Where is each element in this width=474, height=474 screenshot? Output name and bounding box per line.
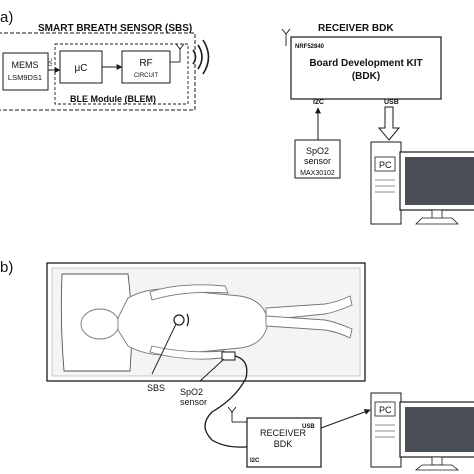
receiver-bdk-label: BDK — [274, 439, 293, 449]
bdk-antenna-icon — [281, 28, 291, 46]
pc-tower-b-icon — [370, 392, 402, 468]
monitor-b-icon — [399, 401, 474, 471]
sbs-label: SBS — [147, 383, 165, 393]
rf-box — [121, 50, 171, 84]
rf-label: RF — [139, 58, 152, 69]
spo2-label: SpO2 — [306, 146, 329, 156]
panel-a: a) SMART BREATH SENSOR (SBS) MEMS LSM9DS… — [0, 9, 474, 225]
receiver-antenna-icon — [227, 406, 247, 423]
bdk-box — [290, 36, 442, 100]
spo2-pointer-line — [199, 358, 225, 382]
bdk-i2c-port: I2C — [313, 99, 324, 106]
sbs-title: SMART BREATH SENSOR (SBS) — [38, 23, 192, 34]
spo2-sensor-label-b: sensor — [180, 397, 207, 407]
spo2-label-b: SpO2 — [180, 387, 203, 397]
receiver-title: RECEIVER BDK — [318, 23, 394, 34]
panel-b-tag: b) — [0, 259, 13, 276]
spo2-sensor-box — [294, 139, 341, 179]
monitor-icon — [399, 151, 474, 225]
sbs-outer-box — [0, 32, 196, 111]
bdk-label: Board Development KIT — [309, 58, 422, 69]
pc-tower-icon — [370, 141, 402, 225]
sbs-sensor-dot — [173, 314, 185, 326]
mcu-box — [59, 50, 103, 84]
i2c-tag: I2C — [48, 58, 54, 66]
spo2-sensor-label: sensor — [304, 156, 331, 166]
pc-label: PC — [379, 160, 392, 170]
rf-sub: CIRCUIT — [134, 73, 159, 79]
sbs-pointer-line — [151, 323, 177, 375]
nrf-chip-label: NRF52840 — [295, 44, 325, 50]
mems-box — [2, 52, 49, 91]
ble-module-box — [54, 43, 189, 105]
pc-label-b: PC — [379, 405, 392, 415]
wireless-waves-icon — [192, 39, 210, 75]
usb-arrow — [377, 106, 401, 141]
panel-b: b) SBS SpO2 sensor — [0, 259, 474, 471]
spo2-cable — [204, 355, 257, 451]
patient-figure — [80, 284, 353, 360]
receiver-label: RECEIVER — [260, 428, 307, 438]
receiver-box — [246, 417, 322, 468]
sbs-antenna-icon — [170, 43, 185, 63]
spo2-clip — [221, 351, 236, 361]
sbs-waves-icon — [186, 313, 190, 327]
receiver-i2c-port: I2C — [250, 458, 260, 464]
mcu-label: μC — [75, 63, 88, 74]
receiver-pc-arrow — [320, 409, 371, 429]
panel-a-tag: a) — [0, 9, 13, 26]
bdk-usb-port: USB — [384, 99, 399, 106]
mems-label: MEMS — [12, 60, 39, 70]
bdk-abbr: (BDK) — [352, 71, 380, 82]
receiver-usb-port: USB — [302, 424, 315, 430]
ble-module-label: BLE Module (BLEM) — [70, 94, 156, 104]
spo2-part: MAX30102 — [300, 170, 335, 177]
mems-part: LSM9DS1 — [8, 73, 42, 82]
